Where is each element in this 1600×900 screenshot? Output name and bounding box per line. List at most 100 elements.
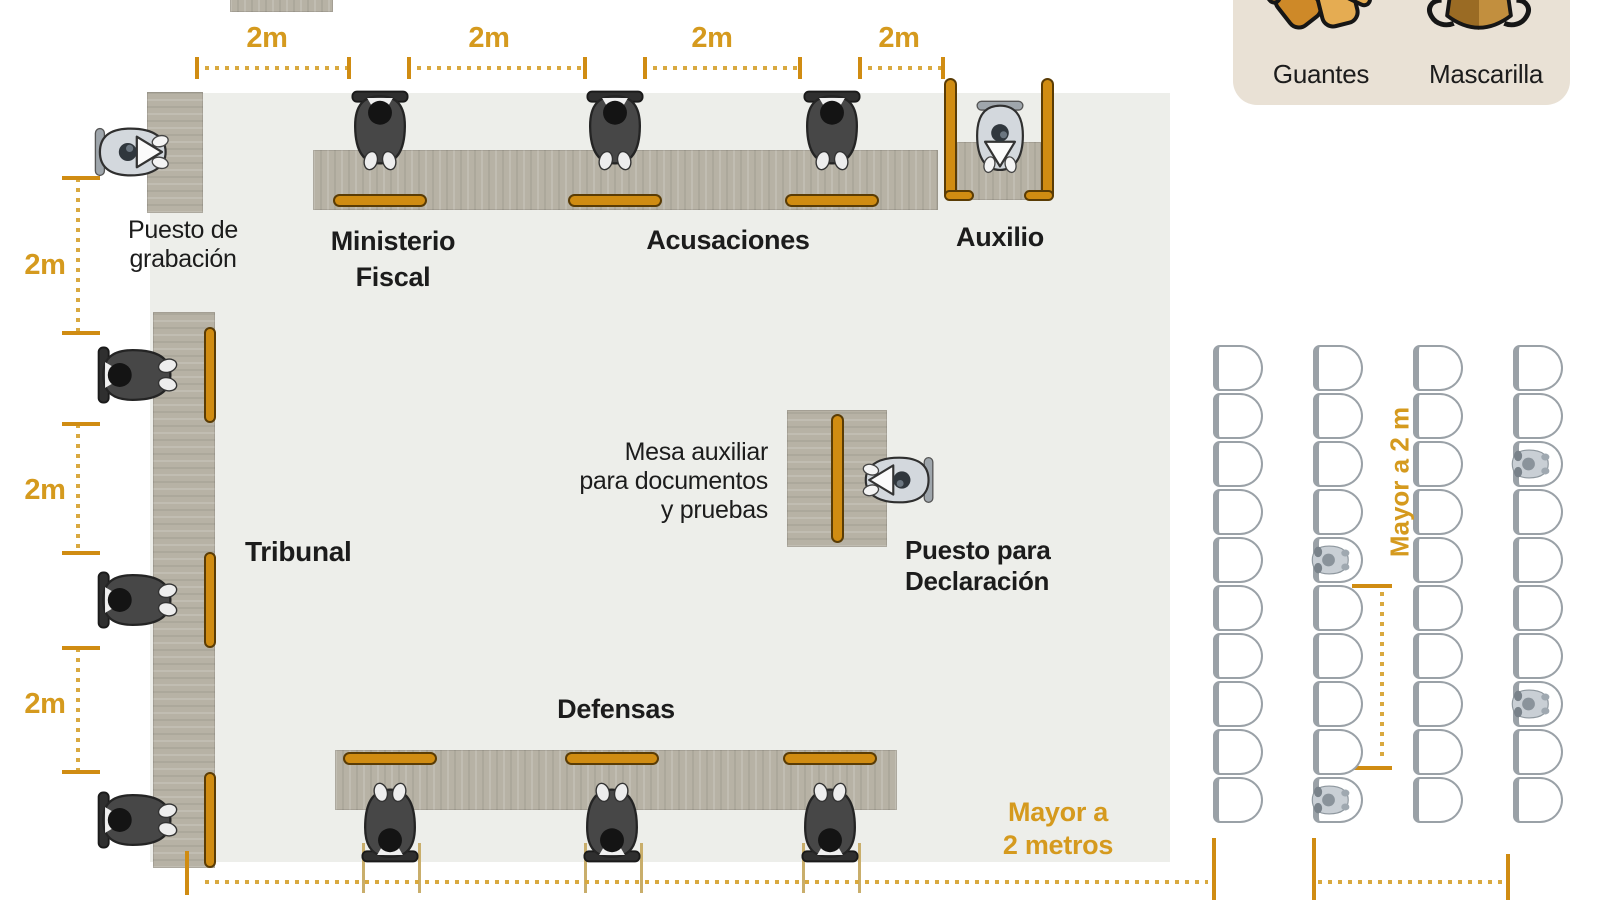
audience-chair bbox=[1413, 633, 1463, 679]
gloves-label: Guantes bbox=[1272, 59, 1370, 89]
gloves-icon bbox=[1248, 0, 1373, 30]
judge-figure bbox=[94, 329, 186, 421]
audience-chair bbox=[1213, 633, 1263, 679]
microphone-bar bbox=[343, 752, 437, 765]
measure-tick bbox=[62, 422, 100, 426]
chair-leg-mark bbox=[362, 843, 365, 893]
chair-leg-mark bbox=[418, 843, 421, 893]
audience-chair bbox=[1413, 681, 1463, 727]
accuser-figure bbox=[569, 87, 661, 179]
audience-chair bbox=[1513, 585, 1563, 631]
audience-chair bbox=[1313, 729, 1363, 775]
microphone-bar bbox=[204, 772, 216, 868]
distance-label-2m: 2m bbox=[468, 22, 510, 54]
audience-chair bbox=[1413, 489, 1463, 535]
audience-chair bbox=[1513, 633, 1563, 679]
audience-chair bbox=[1213, 585, 1263, 631]
audience-chair bbox=[1513, 345, 1563, 391]
accuser-figure bbox=[786, 87, 878, 179]
measure-tick bbox=[941, 57, 945, 79]
auxiliary-table-divider bbox=[831, 414, 844, 543]
distance-dotted-line bbox=[643, 66, 798, 70]
audience-chair bbox=[1413, 537, 1463, 583]
distance-dotted-line bbox=[858, 66, 943, 70]
audience-chair bbox=[1413, 345, 1463, 391]
audience-chair bbox=[1413, 777, 1463, 823]
chair-leg-mark bbox=[858, 843, 861, 893]
microphone-bar bbox=[565, 752, 659, 765]
audience-chair bbox=[1313, 393, 1363, 439]
chair-leg-mark bbox=[584, 843, 587, 893]
defense-figure bbox=[566, 774, 658, 866]
auxilio-clerk-figure bbox=[956, 96, 1044, 184]
measure-tick bbox=[798, 57, 802, 79]
measure-tick bbox=[347, 57, 351, 79]
judge-figure bbox=[94, 554, 186, 646]
audience-chair bbox=[1313, 681, 1363, 727]
microphone-bar bbox=[783, 752, 877, 765]
face-mask-icon bbox=[1427, 0, 1531, 30]
audience-chair bbox=[1213, 345, 1263, 391]
measure-tick bbox=[62, 551, 100, 555]
acusaciones-label: Acusaciones bbox=[646, 225, 810, 255]
audience-chair bbox=[1313, 489, 1363, 535]
audience-chair bbox=[1513, 729, 1563, 775]
audience-member-figure bbox=[1503, 675, 1561, 733]
measure-tick bbox=[62, 331, 100, 335]
audience-chair bbox=[1513, 489, 1563, 535]
audience-chair bbox=[1513, 393, 1563, 439]
defense-figure bbox=[784, 774, 876, 866]
audience-chair bbox=[1313, 585, 1363, 631]
distance-label-2m: 2m bbox=[24, 688, 66, 720]
audience-member-figure bbox=[1303, 531, 1361, 589]
auxilio-left-foot bbox=[944, 190, 974, 201]
distance-label-2m: 2m bbox=[24, 249, 66, 281]
measure-tick bbox=[62, 646, 100, 650]
measure-tick bbox=[62, 770, 100, 774]
measure-tick bbox=[1352, 766, 1392, 770]
distance-dotted-line bbox=[76, 178, 80, 333]
auxilio-label: Auxilio bbox=[956, 222, 1044, 252]
measure-tick bbox=[643, 57, 647, 79]
measure-tick bbox=[185, 851, 189, 895]
microphone-bar bbox=[333, 194, 427, 207]
measure-tick bbox=[1312, 838, 1316, 900]
distance-label-2m: 2m bbox=[246, 22, 288, 54]
audience-chair bbox=[1213, 441, 1263, 487]
distance-dotted-line bbox=[407, 66, 583, 70]
audience-chair bbox=[1513, 777, 1563, 823]
auxiliary-table-label: Mesa auxiliar para documentos y pruebas bbox=[579, 438, 768, 524]
distance-dotted-line bbox=[1318, 880, 1505, 884]
distance-label-2m: 2m bbox=[878, 22, 920, 54]
measure-tick bbox=[407, 57, 411, 79]
cutoff-table-edge bbox=[230, 0, 333, 12]
ppe-panel: Guantes Mascarilla bbox=[1233, 0, 1570, 105]
audience-chair bbox=[1313, 345, 1363, 391]
audience-chair bbox=[1413, 393, 1463, 439]
tribunal-label: Tribunal bbox=[245, 536, 352, 567]
audience-chair bbox=[1213, 729, 1263, 775]
audience-chair bbox=[1413, 441, 1463, 487]
courtroom-floor bbox=[150, 93, 1170, 862]
prosecutor-figure bbox=[334, 87, 426, 179]
audience-chair bbox=[1413, 729, 1463, 775]
microphone-bar bbox=[785, 194, 879, 207]
measure-tick bbox=[1352, 584, 1392, 588]
chair-leg-mark bbox=[802, 843, 805, 893]
audience-chair bbox=[1313, 441, 1363, 487]
distance-dotted-line bbox=[76, 648, 80, 772]
audience-chair bbox=[1213, 537, 1263, 583]
measure-tick bbox=[195, 57, 199, 79]
recording-clerk-figure bbox=[90, 107, 180, 197]
distance-label-2m: 2m bbox=[691, 22, 733, 54]
audience-member-figure bbox=[1503, 435, 1561, 493]
distance-dotted-line bbox=[205, 880, 1208, 884]
audience-chair bbox=[1213, 777, 1263, 823]
defensas-label: Defensas bbox=[557, 694, 675, 724]
microphone-bar bbox=[204, 327, 216, 423]
audience-chair bbox=[1213, 681, 1263, 727]
